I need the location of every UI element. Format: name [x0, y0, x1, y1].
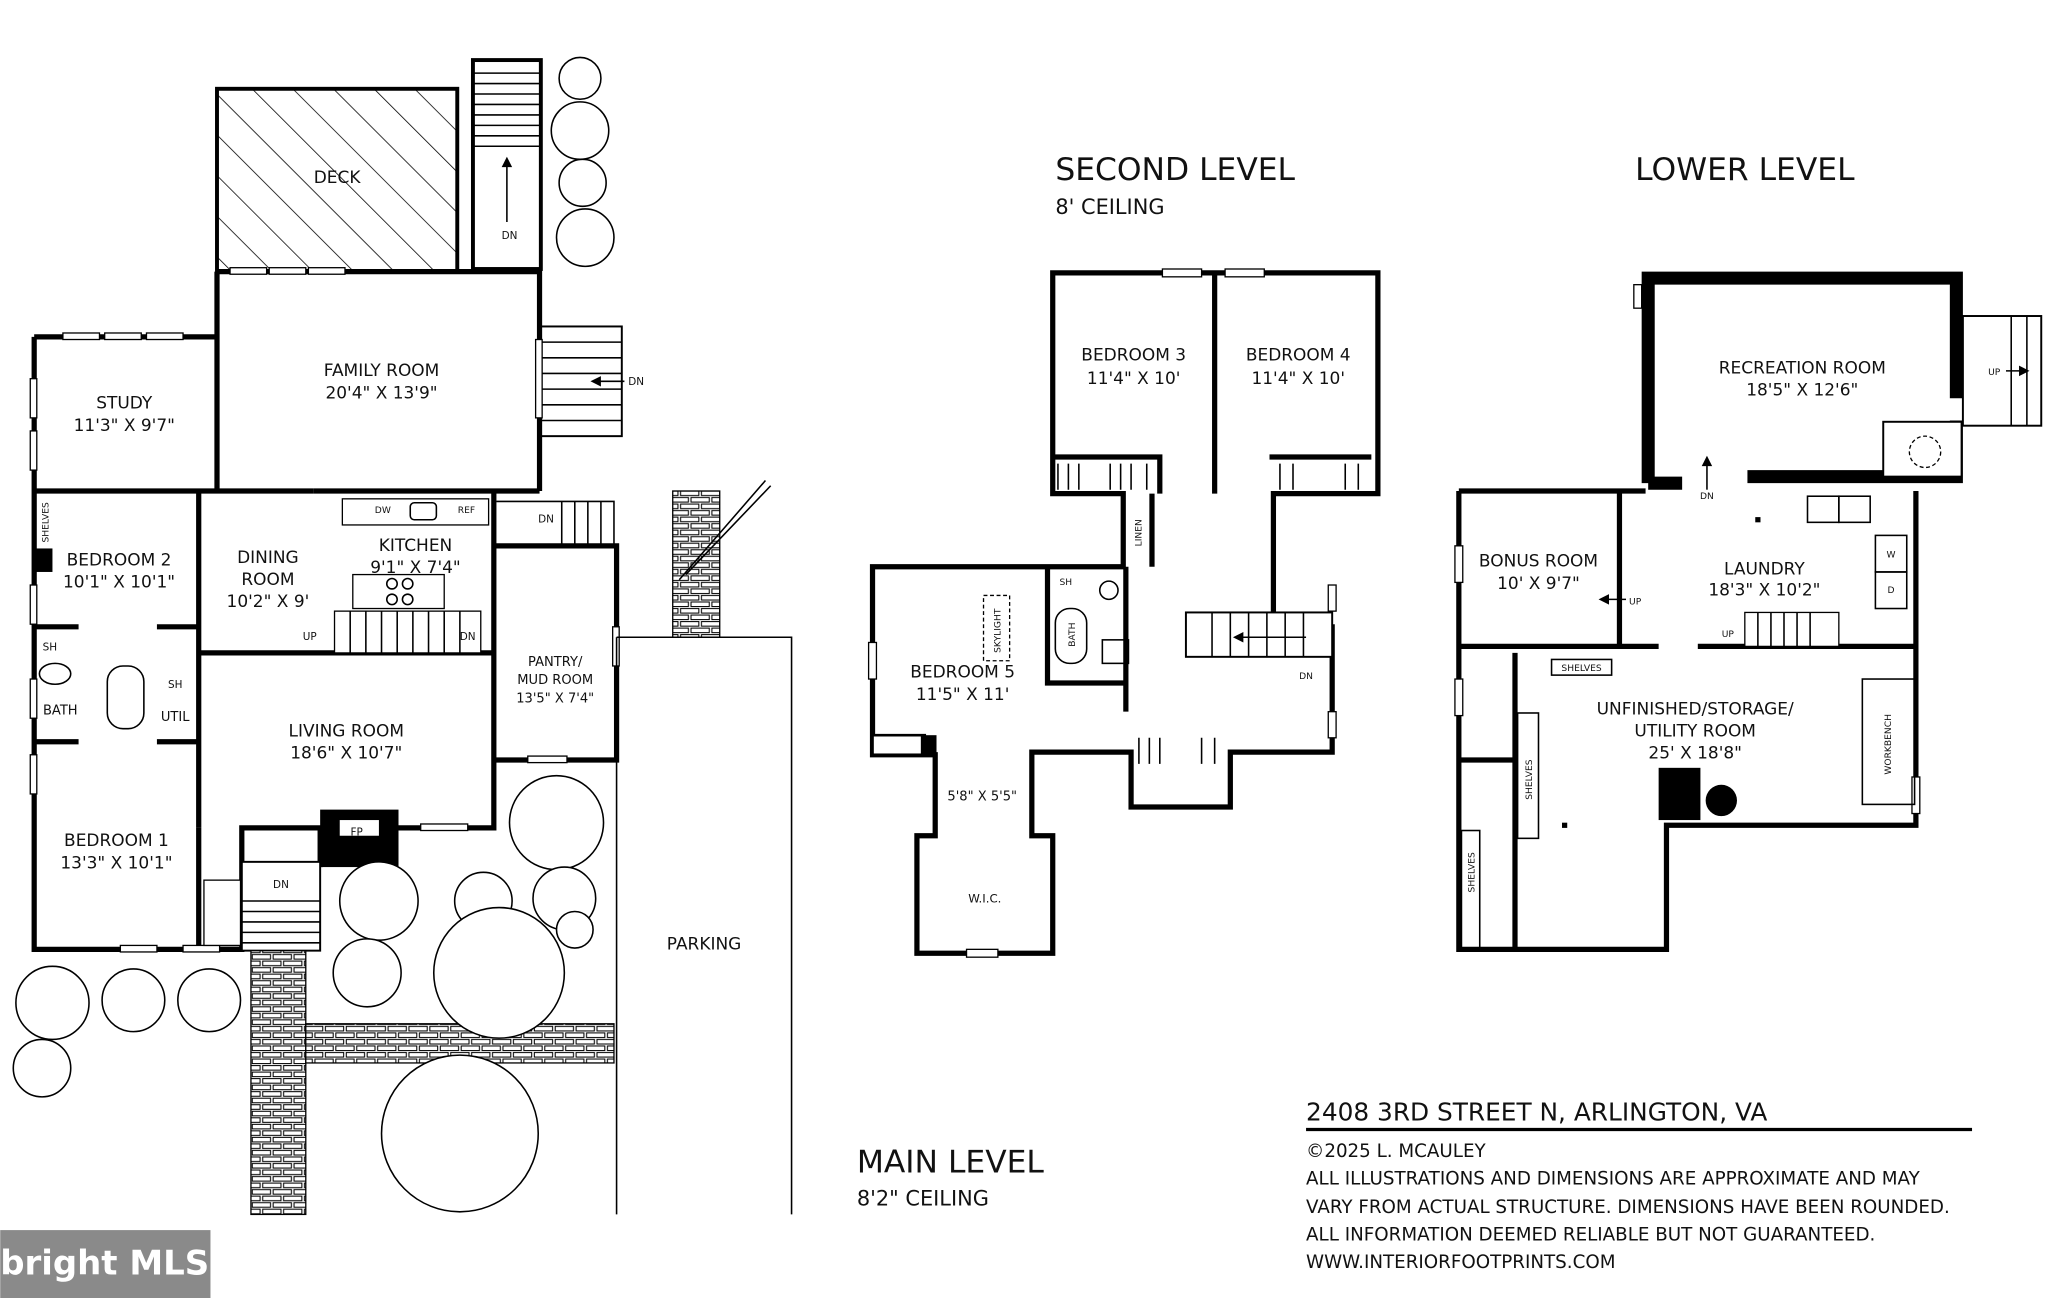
- label-shelves: SHELVES: [1561, 664, 1602, 674]
- lower-level-title: LOWER LEVEL: [1635, 152, 1855, 188]
- label-shelves: SHELVES: [42, 502, 52, 543]
- label-fp: FP: [351, 827, 363, 839]
- room-label-parking: PARKING: [667, 934, 742, 954]
- label-dn: DN: [460, 631, 476, 643]
- room-size-bedroom-5: 11'5" X 11': [916, 685, 1010, 705]
- room-label-deck: DECK: [314, 168, 362, 188]
- room-size-study: 11'3" X 9'7": [74, 416, 175, 436]
- room-size-wic: 5'8" X 5'5": [947, 789, 1017, 804]
- room-label-pantry: PANTRY/: [528, 655, 583, 670]
- room-label-study: STUDY: [96, 394, 153, 414]
- label-up: UP: [1722, 630, 1735, 640]
- kitchen-stairs: [333, 498, 490, 654]
- main-level-ceiling: 8'2" CEILING: [857, 1186, 989, 1210]
- room-label-bedroom-1: BEDROOM 1: [64, 831, 169, 851]
- second-level-ceiling: 8' CEILING: [1055, 195, 1164, 219]
- room-size-bonus-room: 10' X 9'7": [1497, 574, 1580, 594]
- room-label-bonus-room: BONUS ROOM: [1479, 552, 1598, 572]
- label-util: UTIL: [161, 710, 190, 725]
- room-size-dining: 10'2" X 9': [227, 592, 310, 612]
- room-size-family-room: 20'4" X 13'9": [325, 383, 437, 403]
- deck-stairs: [470, 58, 543, 271]
- label-ref: REF: [458, 506, 475, 516]
- label-skylight: SKYLIGHT: [993, 608, 1003, 653]
- bright-mls-logo: bright MLS: [0, 1230, 211, 1298]
- brick-walkway: [250, 480, 772, 1216]
- room-label-wic: W.I.C.: [968, 891, 1001, 905]
- room-label-family-room: FAMILY ROOM: [324, 361, 440, 381]
- room-size-bedroom-1: 13'3" X 10'1": [60, 853, 172, 873]
- room-size-pantry: 13'5" X 7'4": [516, 692, 594, 707]
- room-label-dining: DINING: [237, 548, 299, 568]
- side-stairs: [539, 325, 625, 438]
- label-shelves: SHELVES: [1468, 852, 1478, 893]
- label-dn: DN: [1299, 672, 1313, 682]
- room-size-recreation-room: 18'5" X 12'6": [1746, 381, 1858, 401]
- room-label-utility-room: UTILITY ROOM: [1634, 721, 1756, 741]
- website: WWW.INTERIORFOOTPRINTS.COM: [1306, 1252, 1615, 1273]
- room-label-bedroom-4: BEDROOM 4: [1246, 345, 1351, 365]
- room-label-bath: BATH: [43, 703, 78, 718]
- logo-text: bright MLS: [0, 1243, 209, 1283]
- copyright: ©2025 L. MCAULEY: [1306, 1141, 1486, 1162]
- label-linen: LINEN: [1135, 519, 1145, 546]
- label-sh: SH: [168, 679, 182, 691]
- room-size-unfinished: 25' X 18'8": [1648, 744, 1742, 764]
- room-label-bedroom-3: BEDROOM 3: [1081, 345, 1186, 365]
- landscaping-trees: [12, 56, 615, 1213]
- disclaimer-line: ALL INFORMATION DEEMED RELIABLE BUT NOT …: [1306, 1225, 1875, 1246]
- room-size-bedroom-2: 10'1" X 10'1": [63, 573, 175, 593]
- room-label-bedroom-5: BEDROOM 5: [910, 663, 1015, 683]
- lower-level-plan: [1454, 271, 2043, 952]
- label-sh: SH: [1059, 578, 1072, 588]
- second-level-title: SECOND LEVEL: [1055, 152, 1295, 188]
- label-dryer: D: [1888, 586, 1895, 596]
- label-sh: SH: [43, 641, 57, 653]
- label-dn: DN: [538, 513, 554, 525]
- room-label-kitchen: KITCHEN: [379, 536, 453, 556]
- room-label-dining-2: ROOM: [241, 570, 294, 590]
- label-up: UP: [1988, 368, 2001, 378]
- label-dn: DN: [628, 376, 644, 388]
- label-up: UP: [303, 631, 317, 643]
- main-level-plan: [12, 56, 793, 1216]
- deck: [215, 86, 460, 274]
- label-dn: DN: [273, 879, 289, 891]
- room-label-recreation-room: RECREATION ROOM: [1719, 358, 1886, 378]
- entry-stairs: [38, 500, 615, 952]
- label-up: UP: [1629, 598, 1642, 608]
- label-washer: W: [1887, 551, 1896, 561]
- room-size-kitchen: 9'1" X 7'4": [370, 558, 461, 578]
- room-size-bedroom-3: 11'4" X 10': [1087, 369, 1181, 389]
- room-label-laundry: LAUNDRY: [1724, 560, 1805, 580]
- room-label-unfinished: UNFINISHED/STORAGE/: [1597, 699, 1794, 719]
- label-dn: DN: [502, 230, 518, 242]
- parking-outline: [615, 636, 793, 1215]
- room-size-bedroom-4: 11'4" X 10': [1251, 369, 1345, 389]
- windows-main: [29, 267, 620, 953]
- lower-level-stairs: [1744, 611, 1840, 648]
- room-label-mud-room: MUD ROOM: [517, 673, 593, 688]
- fireplace: [320, 809, 399, 868]
- label-bath: BATH: [1068, 623, 1078, 647]
- room-size-living-room: 18'6" X 10'7": [290, 744, 402, 764]
- main-level-title: MAIN LEVEL: [857, 1145, 1045, 1181]
- room-label-living-room: LIVING ROOM: [289, 721, 404, 741]
- label-shelves: SHELVES: [1525, 759, 1535, 800]
- second-level-plan: [867, 268, 1381, 958]
- disclaimer-line: ALL ILLUSTRATIONS AND DIMENSIONS ARE APP…: [1306, 1168, 1921, 1189]
- property-address: 2408 3RD STREET N, ARLINGTON, VA: [1306, 1097, 1767, 1126]
- label-dn: DN: [1700, 492, 1714, 502]
- second-level-stairs: [1184, 611, 1334, 658]
- disclaimer-line: VARY FROM ACTUAL STRUCTURE. DIMENSIONS H…: [1306, 1197, 1950, 1218]
- room-label-bedroom-2: BEDROOM 2: [67, 550, 172, 570]
- label-workbench: WORKBENCH: [1884, 714, 1894, 775]
- exterior-stairs: [1961, 315, 2043, 427]
- label-dw: DW: [375, 506, 391, 516]
- room-size-laundry: 18'3" X 10'2": [1708, 580, 1820, 600]
